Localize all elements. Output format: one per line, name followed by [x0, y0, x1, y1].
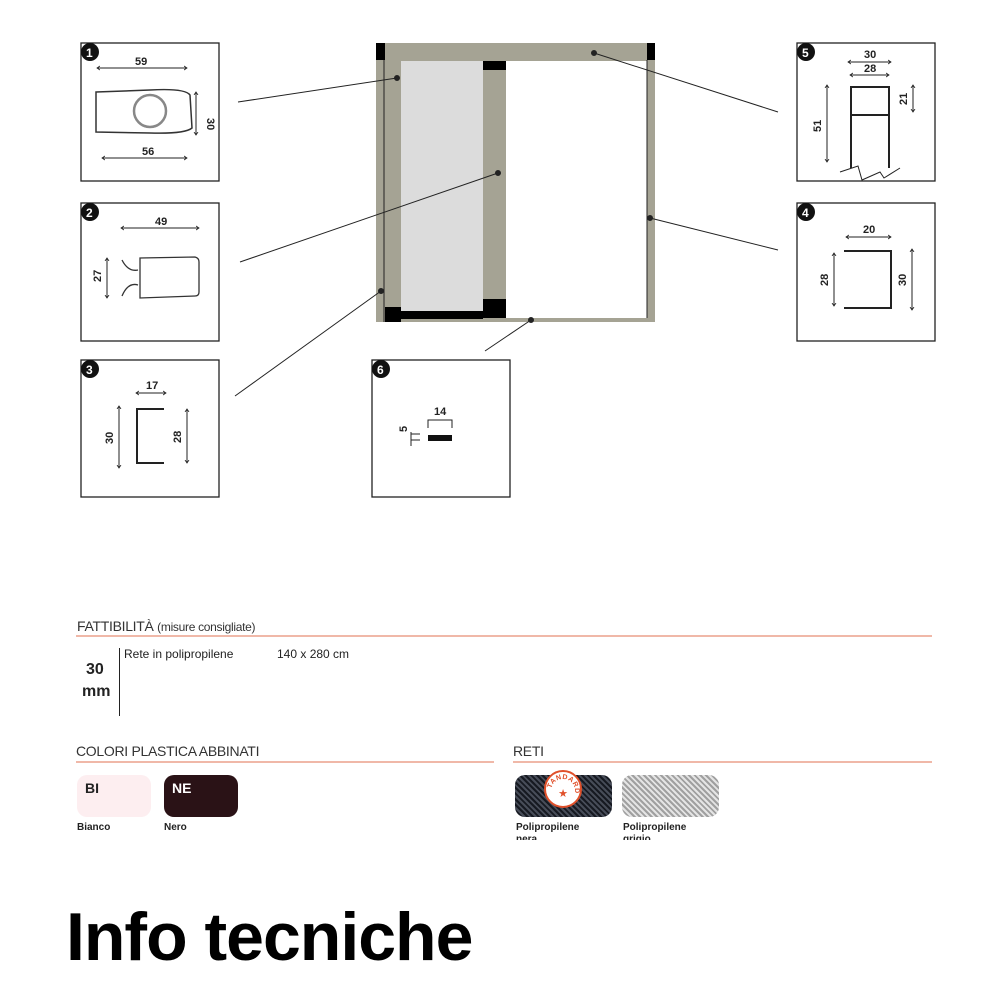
profile-box-6: 6 14 5: [371, 359, 511, 498]
colori-heading: COLORI PLASTICA ABBINATI: [76, 743, 260, 759]
profile-box-1: 1 59 30 56: [80, 42, 220, 182]
swatch-label: Bianco: [77, 822, 111, 833]
size-unit: mm: [82, 683, 111, 700]
dimension-label: 56: [142, 146, 154, 158]
profile-number: 6: [377, 363, 384, 377]
standard-badge: STANDARD ★: [543, 769, 582, 808]
section-divider: [76, 635, 932, 637]
dimension-label: 49: [155, 216, 167, 228]
leader-lines: [234, 50, 779, 397]
section-divider: [76, 761, 494, 763]
fattibilita-subtitle: (misure consigliate): [157, 620, 256, 634]
profile-box-3: 3 17 30 28: [80, 359, 220, 498]
dimension-label: 14: [434, 406, 447, 418]
dimension-label: 28: [864, 63, 876, 75]
window-frame-drawing: [376, 43, 655, 322]
number-badge: [81, 43, 99, 61]
dimension-label: 27: [92, 270, 104, 282]
dimension-label: 59: [135, 56, 147, 68]
dimension-label: 30: [104, 432, 116, 444]
profile-box-4: 4 20 28 30: [796, 202, 936, 342]
dimension-label: 30: [864, 49, 876, 61]
net-swatch-grigio[interactable]: [622, 775, 719, 817]
dimension-label: 17: [146, 380, 158, 392]
dimension-label: 30: [897, 274, 909, 286]
color-swatch-nero[interactable]: NE: [164, 775, 238, 817]
profile-box-5: 5 30 28 51 21: [796, 42, 936, 182]
swatch-code: NE: [172, 780, 192, 796]
section-divider: [513, 761, 932, 763]
technical-diagram: 1 59 30 56 2 49 27 3 17 30 28 6 14: [80, 42, 936, 498]
profile-number: 5: [802, 46, 809, 60]
dimension-label: 21: [898, 93, 910, 105]
fattibilita-title: FATTIBILITÀ: [77, 618, 154, 634]
profile-number: 4: [802, 206, 809, 220]
dimension-label: 20: [863, 224, 875, 236]
color-swatch-bianco[interactable]: BI: [77, 775, 151, 817]
vertical-divider: [119, 648, 120, 716]
profile-number: 1: [86, 46, 93, 60]
dimension-label: 51: [812, 120, 824, 132]
fattibilita-heading: FATTIBILITÀ (misure consigliate): [77, 618, 256, 634]
page-title: Info tecniche: [66, 899, 473, 975]
spec-value: 140 x 280 cm: [277, 647, 350, 661]
dimension-label: 28: [819, 274, 831, 286]
star-icon: ★: [558, 788, 568, 800]
profile-box-2: 2 49 27: [80, 202, 220, 342]
dimension-label: 5: [398, 426, 410, 432]
swatch-code: BI: [85, 780, 99, 796]
dimension-label: 28: [172, 431, 184, 443]
spec-label: Rete in polipropilene: [124, 647, 234, 661]
dimension-label: 30: [204, 118, 216, 130]
profile-number: 3: [86, 363, 93, 377]
size-value: 30: [86, 661, 104, 678]
profile-number: 2: [86, 206, 93, 220]
reti-heading: RETI: [513, 743, 544, 759]
swatch-label: Nero: [164, 822, 187, 833]
net-swatch-nera[interactable]: STANDARD ★: [515, 769, 612, 817]
